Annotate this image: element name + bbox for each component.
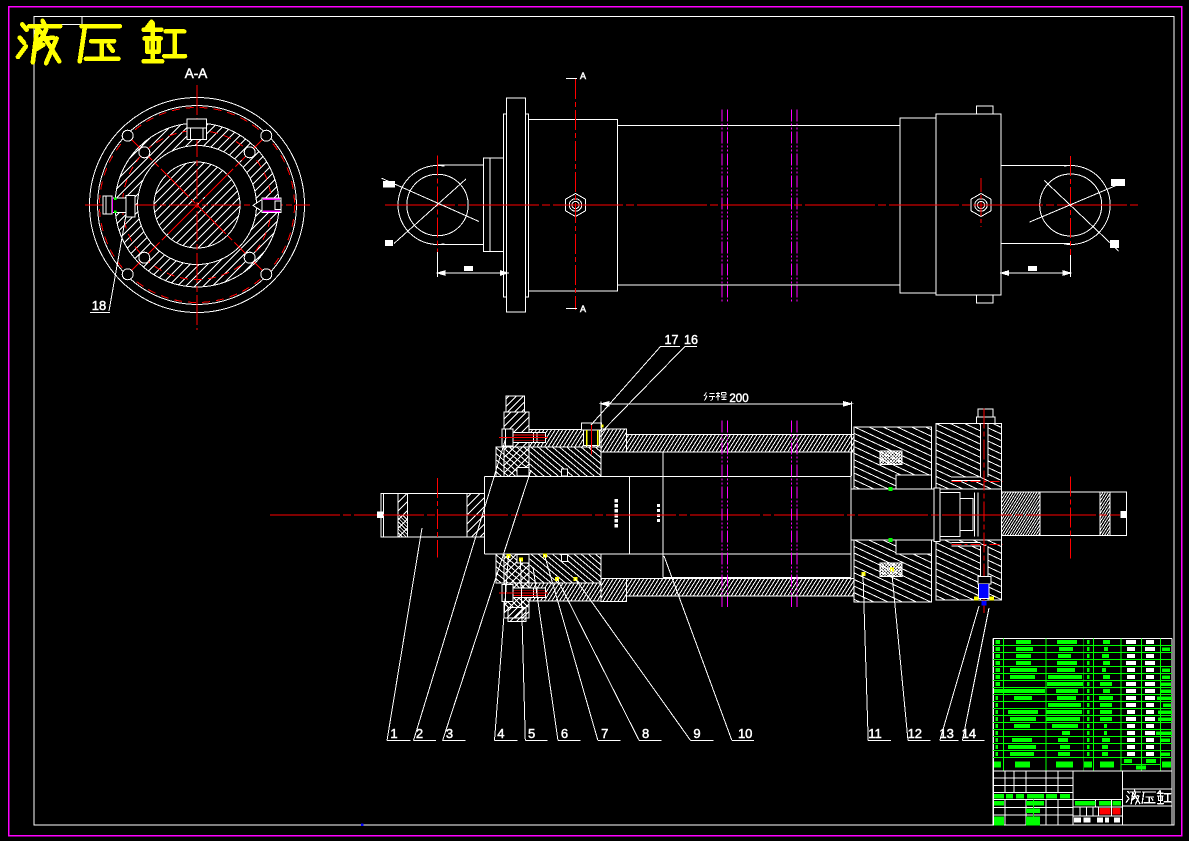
svg-text:17: 17	[665, 333, 679, 347]
svg-text:8: 8	[642, 726, 649, 741]
svg-text:6: 6	[561, 726, 568, 741]
svg-text:A: A	[580, 71, 586, 81]
svg-text:5: 5	[528, 726, 535, 741]
svg-text:200: 200	[729, 393, 748, 405]
svg-text:7: 7	[601, 726, 608, 741]
svg-text:12: 12	[908, 726, 922, 741]
svg-text:4: 4	[497, 726, 504, 741]
svg-text:3: 3	[446, 726, 453, 741]
svg-text:A-A: A-A	[185, 66, 208, 81]
svg-text:18: 18	[92, 298, 106, 313]
svg-text:A: A	[580, 304, 586, 314]
svg-text:2: 2	[416, 726, 423, 741]
svg-text:1: 1	[390, 726, 397, 741]
svg-text:16: 16	[684, 333, 698, 347]
svg-text:10: 10	[738, 726, 752, 741]
svg-text:11: 11	[868, 726, 882, 741]
svg-text:9: 9	[693, 726, 700, 741]
